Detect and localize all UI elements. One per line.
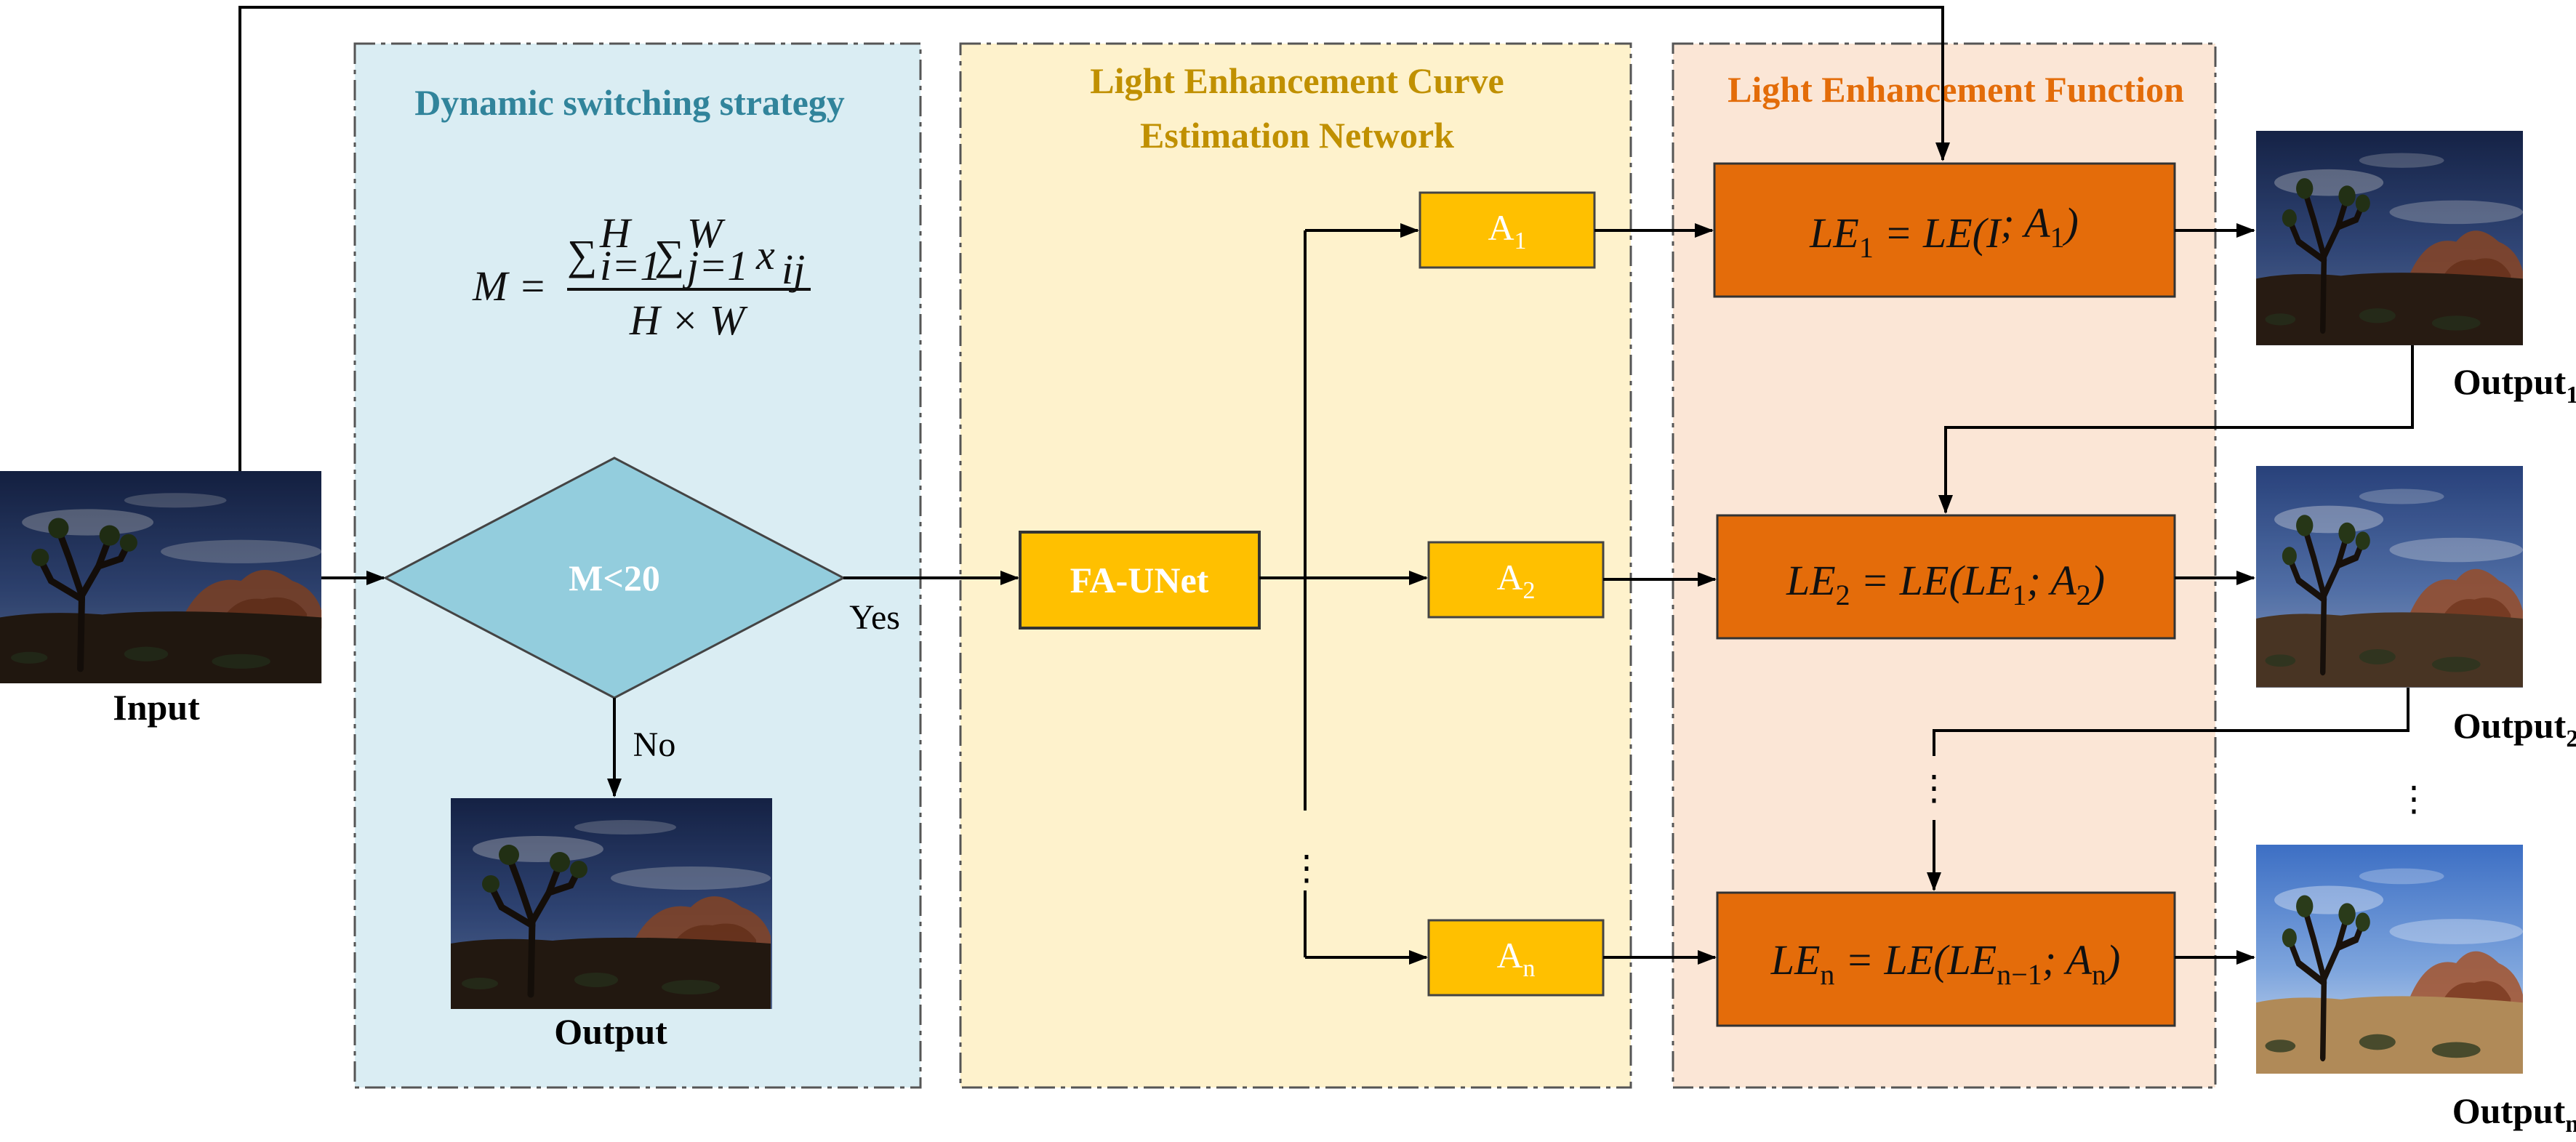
le1-lhs-sub: 1 bbox=[1859, 231, 1874, 264]
formula-denominator: H × W bbox=[629, 297, 748, 344]
formula-variable-subscript: ij bbox=[782, 246, 805, 293]
len-param-sub: n bbox=[2092, 958, 2106, 991]
le1-param-sub: 1 bbox=[2050, 221, 2065, 254]
output-image-1 bbox=[2256, 131, 2523, 345]
param-an-sub: n bbox=[1523, 955, 1536, 982]
input-image bbox=[0, 471, 321, 683]
len-lhs: LE bbox=[1770, 936, 1821, 984]
le2-arg-sub: 1 bbox=[2012, 579, 2026, 611]
curve-estimation-title-line1: Light Enhancement Curve bbox=[1090, 60, 1504, 101]
len-sep: ; bbox=[2042, 936, 2066, 984]
param-an-base: A bbox=[1496, 935, 1522, 976]
outputs-ellipsis: ⋮ bbox=[2396, 780, 2431, 819]
sum-symbol-2: ∑ bbox=[654, 231, 684, 278]
len-arg: LE bbox=[1947, 936, 1997, 984]
sum2-lower-limit: j=1 bbox=[682, 242, 748, 289]
le2-lhs-sub: 2 bbox=[1836, 579, 1850, 611]
output-2-label: Output2 bbox=[2453, 705, 2576, 752]
le2-eq: = LE( bbox=[1850, 557, 1966, 604]
direct-output-label: Output bbox=[554, 1011, 667, 1052]
svg-text:An: An bbox=[1496, 935, 1535, 982]
curve-estimation-title-line2: Estimation Network bbox=[1140, 115, 1454, 156]
le2-param: A bbox=[2047, 557, 2077, 604]
svg-text:LEn = LE(LEn−1; An): LEn = LE(LEn−1; An) bbox=[1770, 936, 2121, 991]
le2-lhs: LE bbox=[1786, 557, 1836, 604]
connectors bbox=[238, 6, 2414, 965]
output1-feedback-line bbox=[1938, 345, 2414, 514]
svg-text:A1: A1 bbox=[1488, 207, 1526, 254]
le-box-2: LE2 = LE(LE1; A2) bbox=[1716, 514, 2176, 640]
sum-symbol-1: ∑ bbox=[567, 231, 597, 278]
sum1-upper-limit: H bbox=[599, 209, 633, 257]
param-a1-sub: 1 bbox=[1514, 228, 1527, 254]
input-bypass-line bbox=[238, 6, 1950, 471]
enhancement-function-title: Light Enhancement Function bbox=[1728, 69, 2184, 110]
network-ellipsis: ⋮ bbox=[1289, 849, 1324, 888]
le1-close: ) bbox=[2063, 199, 2079, 246]
le1-arg: I bbox=[1986, 209, 2002, 257]
no-label: No bbox=[633, 725, 676, 764]
output-image-2 bbox=[2256, 466, 2523, 688]
len-close: ) bbox=[2104, 936, 2120, 984]
formula-lhs: M = bbox=[472, 262, 547, 310]
sum1-lower-limit: i=1 bbox=[600, 242, 661, 289]
le-box-1: LE1 = LE(I; A1) bbox=[1713, 162, 2176, 298]
formula-variable: x bbox=[755, 231, 775, 278]
le2-sep: ; bbox=[2026, 557, 2050, 604]
dynamic-switching-title: Dynamic switching strategy bbox=[414, 82, 845, 123]
param-a2-sub: 2 bbox=[1523, 577, 1536, 604]
le1-sep: ; bbox=[2000, 199, 2024, 246]
svg-text:LE1 = LE(I; A1): LE1 = LE(I; A1) bbox=[1809, 199, 2079, 264]
sum2-upper-limit: W bbox=[687, 209, 726, 257]
param-box-an: An bbox=[1427, 919, 1605, 997]
fa-unet-box bbox=[1019, 531, 1261, 630]
output2-feedback-line bbox=[1933, 688, 2410, 756]
input-label: Input bbox=[113, 687, 200, 728]
le2-close: ) bbox=[2089, 557, 2105, 604]
output-1-label: Output1 bbox=[2453, 361, 2576, 409]
le1-eq: = LE( bbox=[1874, 209, 1989, 257]
le1-lhs: LE bbox=[1809, 209, 1859, 257]
svg-text:A2: A2 bbox=[1496, 557, 1535, 604]
decision-condition: M<20 bbox=[569, 558, 660, 598]
param-a1-base: A bbox=[1488, 207, 1514, 248]
svg-text:LE2 = LE(LE1; A2): LE2 = LE(LE1; A2) bbox=[1786, 557, 2105, 611]
param-box-a2: A2 bbox=[1427, 541, 1605, 619]
output-n-label: Outputn bbox=[2452, 1090, 2576, 1138]
le1-param: A bbox=[2021, 199, 2050, 246]
fa-unet-label: FA-UNet bbox=[1070, 560, 1209, 600]
le2-arg: LE bbox=[1962, 557, 2013, 604]
param-box-a1: A1 bbox=[1419, 191, 1596, 269]
le-box-n: LEn = LE(LEn−1; An) bbox=[1716, 891, 2176, 1027]
len-arg-sub: n−1 bbox=[1997, 958, 2042, 991]
param-a2-base: A bbox=[1496, 557, 1522, 598]
len-eq: = LE( bbox=[1834, 936, 1950, 984]
le2-param-sub: 2 bbox=[2077, 579, 2091, 611]
len-param: A bbox=[2063, 936, 2093, 984]
brightness-formula: M = ∑ H i=1 ∑ W j=1 x ij H × W bbox=[472, 209, 811, 344]
output-image-n bbox=[2256, 845, 2523, 1074]
le-ellipsis: ⋮ bbox=[1917, 769, 1951, 808]
len-lhs-sub: n bbox=[1820, 958, 1834, 991]
direct-output-image bbox=[451, 798, 772, 1009]
yes-label: Yes bbox=[849, 598, 900, 637]
